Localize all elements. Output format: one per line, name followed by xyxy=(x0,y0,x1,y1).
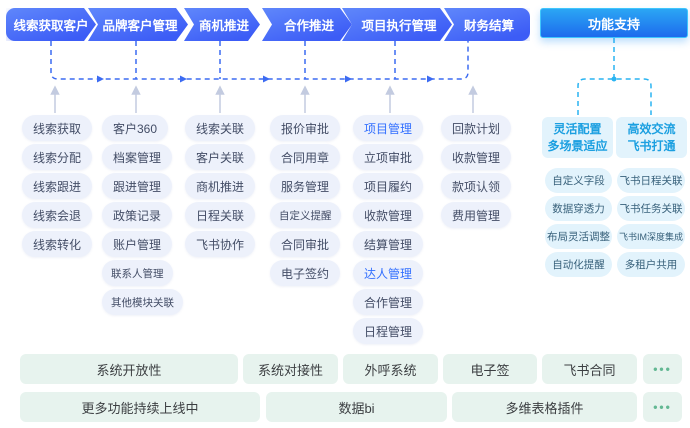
more-dots-row1: ••• xyxy=(643,354,682,384)
phase-financial-settlement: 财务结算 xyxy=(444,8,530,41)
support-pill: 飞书日程关联 xyxy=(617,168,685,193)
more-dots-row2: ••• xyxy=(643,392,682,422)
column-cooperation-advance: 报价审批 合同用章 服务管理 自定义提醒 合同审批 电子签约 xyxy=(270,115,341,286)
feature-pill: 电子签约 xyxy=(270,260,341,286)
feature-pill: 联系人管理 xyxy=(102,260,173,286)
support-pill: 飞书任务关联 xyxy=(617,196,685,221)
capability-box-outbound-call: 外呼系统 xyxy=(343,354,438,384)
support-pill: 多租户共用 xyxy=(617,252,685,277)
feature-pill: 自定义提醒 xyxy=(270,202,341,228)
feature-pill-highlighted: 项目管理 xyxy=(353,115,424,141)
feature-pill: 飞书协作 xyxy=(185,231,256,257)
support-pill: 布局灵活调整 xyxy=(545,224,612,249)
feature-pill: 客户关联 xyxy=(185,144,256,170)
column-project-execution: 项目管理 立项审批 项目履约 收款管理 结算管理 达人管理 合作管理 日程管理 xyxy=(353,115,424,344)
feature-pill: 立项审批 xyxy=(353,144,424,170)
feature-pill: 日程关联 xyxy=(185,202,256,228)
feature-pill: 档案管理 xyxy=(102,144,173,170)
feature-pill: 商机推进 xyxy=(185,173,256,199)
support-pill: 数据穿透力 xyxy=(545,196,612,221)
support-pill: 自动化提醒 xyxy=(545,252,612,277)
capability-box-more-features: 更多功能持续上线中 xyxy=(20,392,260,422)
feature-pill: 线索分配 xyxy=(22,144,93,170)
feature-pill: 线索会退 xyxy=(22,202,93,228)
feature-pill: 线索跟进 xyxy=(22,173,93,199)
feature-pill: 报价审批 xyxy=(270,115,341,141)
column-pins xyxy=(50,85,478,113)
feature-pill: 费用管理 xyxy=(441,202,512,228)
phase-opportunity-advance: 商机推进 xyxy=(184,8,260,41)
support-header-flexible-config: 灵活配置 多场景适应 xyxy=(542,117,613,158)
column-brand-customer-mgmt: 客户360 档案管理 跟进管理 政策记录 账户管理 联系人管理 其他模块关联 xyxy=(102,115,183,315)
feature-pill: 项目履约 xyxy=(353,173,424,199)
feature-pill: 合作管理 xyxy=(353,289,424,315)
support-header-efficient-comm: 高效交流 飞书打通 xyxy=(616,117,687,158)
capability-box-system-openness: 系统开放性 xyxy=(20,354,238,384)
feature-pill: 线索转化 xyxy=(22,231,93,257)
feature-pill: 服务管理 xyxy=(270,173,341,199)
phase-cooperation-advance: 合作推进 xyxy=(262,8,352,41)
capability-box-system-docking: 系统对接性 xyxy=(243,354,338,384)
column-support-flexible-config: 自定义字段 数据穿透力 布局灵活调整 自动化提醒 xyxy=(545,168,612,277)
support-pill: 自定义字段 xyxy=(545,168,612,193)
feature-pill: 政策记录 xyxy=(102,202,173,228)
feature-pill: 线索关联 xyxy=(185,115,256,141)
column-lead-acquisition: 线索获取 线索分配 线索跟进 线索会退 线索转化 xyxy=(22,115,93,257)
feature-pill: 结算管理 xyxy=(353,231,424,257)
feature-pill: 合同审批 xyxy=(270,231,341,257)
capability-box-data-bi: 数据bi xyxy=(266,392,447,422)
column-opportunity-advance: 线索关联 客户关联 商机推进 日程关联 飞书协作 xyxy=(185,115,256,257)
support-branch-lines xyxy=(577,38,652,115)
phase-brand-customer-mgmt: 品牌客户管理 xyxy=(88,8,188,41)
support-branch-junction-dot xyxy=(611,76,617,82)
phase-project-execution: 项目执行管理 xyxy=(342,8,452,41)
column-financial-settlement: 回款计划 收款管理 款项认领 费用管理 xyxy=(441,115,512,228)
support-button: 功能支持 xyxy=(540,8,688,38)
feature-pill: 客户360 xyxy=(102,115,169,141)
feature-pill: 款项认领 xyxy=(441,173,512,199)
phase-flow-lines xyxy=(50,41,469,80)
feature-pill: 线索获取 xyxy=(22,115,93,141)
capability-box-multidim-table-plugin: 多维表格插件 xyxy=(452,392,637,422)
feature-pill: 其他模块关联 xyxy=(102,289,183,315)
feature-pill: 收款管理 xyxy=(441,144,512,170)
feature-pill-highlighted: 达人管理 xyxy=(353,260,424,286)
capability-box-esign: 电子签 xyxy=(443,354,537,384)
feature-pill: 跟进管理 xyxy=(102,173,173,199)
feature-pill: 合同用章 xyxy=(270,144,341,170)
support-pill: 飞书IM深度集成 xyxy=(617,224,685,249)
feature-pill: 日程管理 xyxy=(353,318,424,344)
flow-arrowheads xyxy=(97,75,434,83)
capability-box-feishu-contract: 飞书合同 xyxy=(542,354,637,384)
feature-pill: 收款管理 xyxy=(353,202,424,228)
feature-pill: 回款计划 xyxy=(441,115,512,141)
column-support-feishu-integration: 飞书日程关联 飞书任务关联 飞书IM深度集成 多租户共用 xyxy=(617,168,685,277)
phase-lead-acquisition: 线索获取客户 xyxy=(6,8,96,41)
feature-pill: 账户管理 xyxy=(102,231,173,257)
